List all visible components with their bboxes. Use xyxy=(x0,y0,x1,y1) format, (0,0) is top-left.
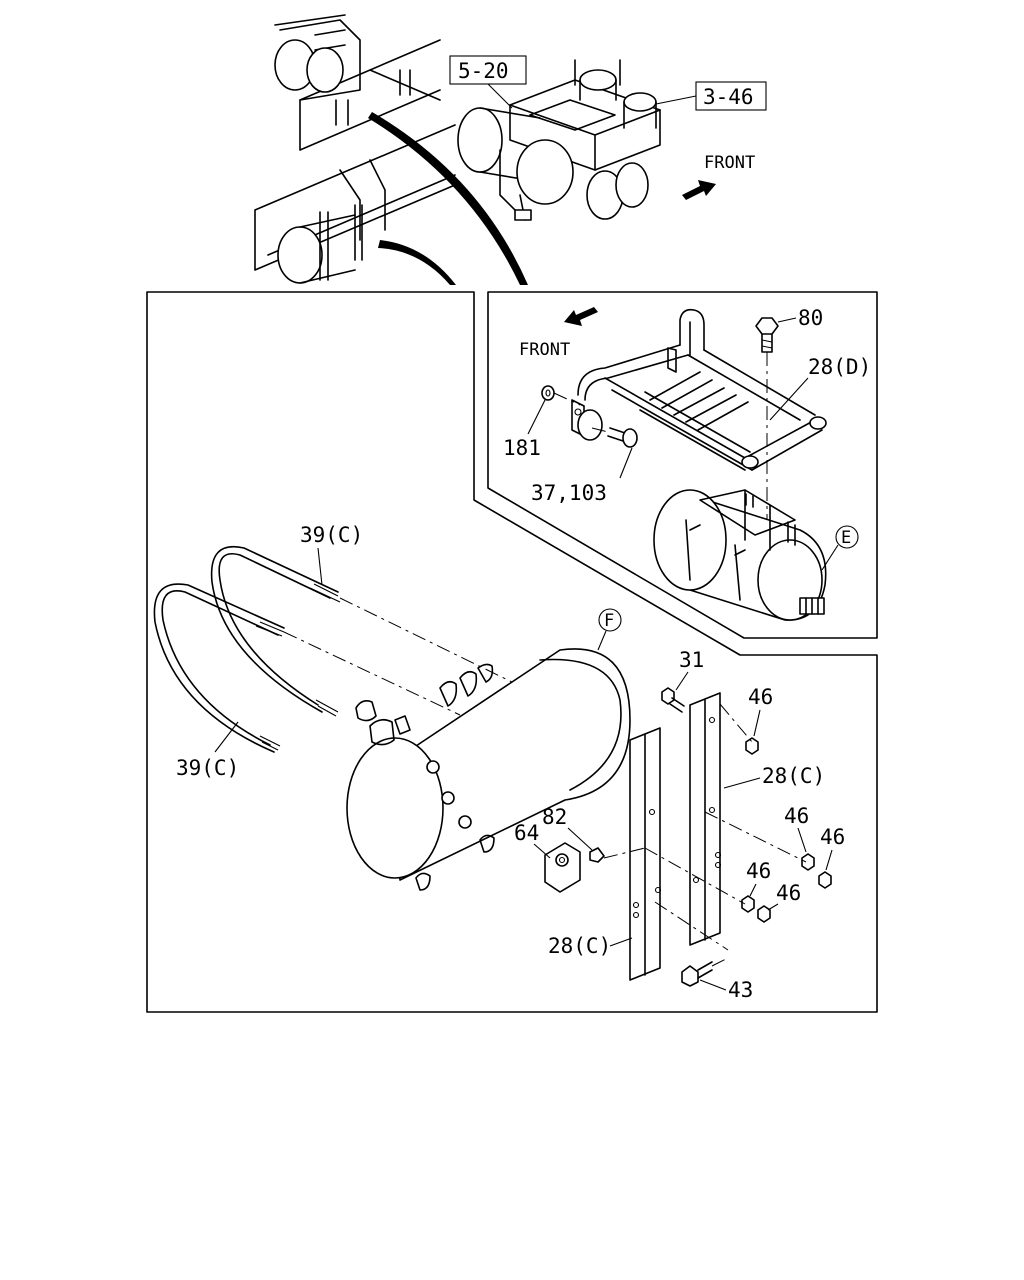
svg-text:46: 46 xyxy=(748,685,773,709)
part-37-103-bolt xyxy=(591,427,638,448)
main-frame xyxy=(146,291,878,1013)
part-181-washer xyxy=(541,385,581,406)
bracket-28c-front xyxy=(629,727,662,981)
svg-text:31: 31 xyxy=(679,648,704,672)
ref-box-3-46: 3-46 xyxy=(655,81,767,111)
front-indicator-detail: FRONT xyxy=(519,307,598,360)
ref-box-5-20: 5-20 xyxy=(449,55,527,109)
svg-text:37,103: 37,103 xyxy=(531,481,607,505)
callout-46-a: 46 xyxy=(748,685,773,737)
callout-181: 181 xyxy=(503,399,546,460)
callout-46-e: 46 xyxy=(767,881,801,911)
svg-text:46: 46 xyxy=(820,825,845,849)
front-label-detail: FRONT xyxy=(519,340,570,360)
svg-text:43: 43 xyxy=(728,978,753,1002)
svg-text:39(C): 39(C) xyxy=(176,756,239,780)
ref-label-3-46: 3-46 xyxy=(703,85,754,109)
callout-f: F xyxy=(597,608,622,651)
svg-text:46: 46 xyxy=(784,804,809,828)
overview-small-tank xyxy=(277,204,363,284)
svg-text:181: 181 xyxy=(503,436,541,460)
svg-text:80: 80 xyxy=(798,306,823,330)
callout-46-c: 46 xyxy=(820,825,845,871)
callout-64: 64 xyxy=(514,821,551,859)
svg-text:46: 46 xyxy=(776,881,801,905)
overview-leader-curves xyxy=(368,112,528,285)
front-label-top: FRONT xyxy=(704,153,755,173)
part-64-bracket xyxy=(544,842,581,893)
part-31-bolt xyxy=(661,687,685,713)
callout-28c-bottom: 28(C) xyxy=(548,934,633,958)
callout-28d: 28(D) xyxy=(769,355,871,421)
detail-frame xyxy=(487,291,878,639)
callout-46-d: 46 xyxy=(746,859,771,897)
svg-text:28(C): 28(C) xyxy=(762,764,825,788)
svg-text:64: 64 xyxy=(514,821,539,845)
svg-text:46: 46 xyxy=(746,859,771,883)
callout-37-103: 37,103 xyxy=(531,447,633,505)
callout-43: 43 xyxy=(699,978,753,1002)
callout-31: 31 xyxy=(675,648,704,691)
air-tank-f xyxy=(346,648,631,891)
callout-39c-left: 39(C) xyxy=(176,721,239,780)
overview-spare-tank xyxy=(274,14,361,101)
tank-e xyxy=(653,489,827,621)
nuts-46 xyxy=(644,703,832,951)
overview-muffler-assembly xyxy=(457,59,661,221)
callout-80: 80 xyxy=(777,306,823,330)
svg-text:82: 82 xyxy=(542,805,567,829)
part-80-bolt xyxy=(755,317,779,540)
svg-text:28(C): 28(C) xyxy=(548,934,611,958)
svg-text:F: F xyxy=(604,611,614,631)
front-indicator-top: FRONT xyxy=(682,153,755,200)
svg-text:39(C): 39(C) xyxy=(300,523,363,547)
callout-e: E xyxy=(821,525,859,571)
callout-46-b: 46 xyxy=(784,804,809,853)
callout-28c-right: 28(C) xyxy=(723,764,825,789)
ref-label-5-20: 5-20 xyxy=(458,59,509,83)
front-arrow-detail-icon xyxy=(564,307,598,326)
svg-text:28(D): 28(D) xyxy=(808,355,871,379)
front-arrow-top-icon xyxy=(682,180,716,200)
part-43-bolt xyxy=(681,957,729,987)
bracket-28c-rear xyxy=(689,692,722,946)
svg-text:E: E xyxy=(841,528,851,548)
callout-82: 82 xyxy=(542,805,593,851)
part-82-nut xyxy=(589,847,646,863)
bracket-28d xyxy=(571,308,827,471)
callout-39c-top: 39(C) xyxy=(300,523,363,586)
